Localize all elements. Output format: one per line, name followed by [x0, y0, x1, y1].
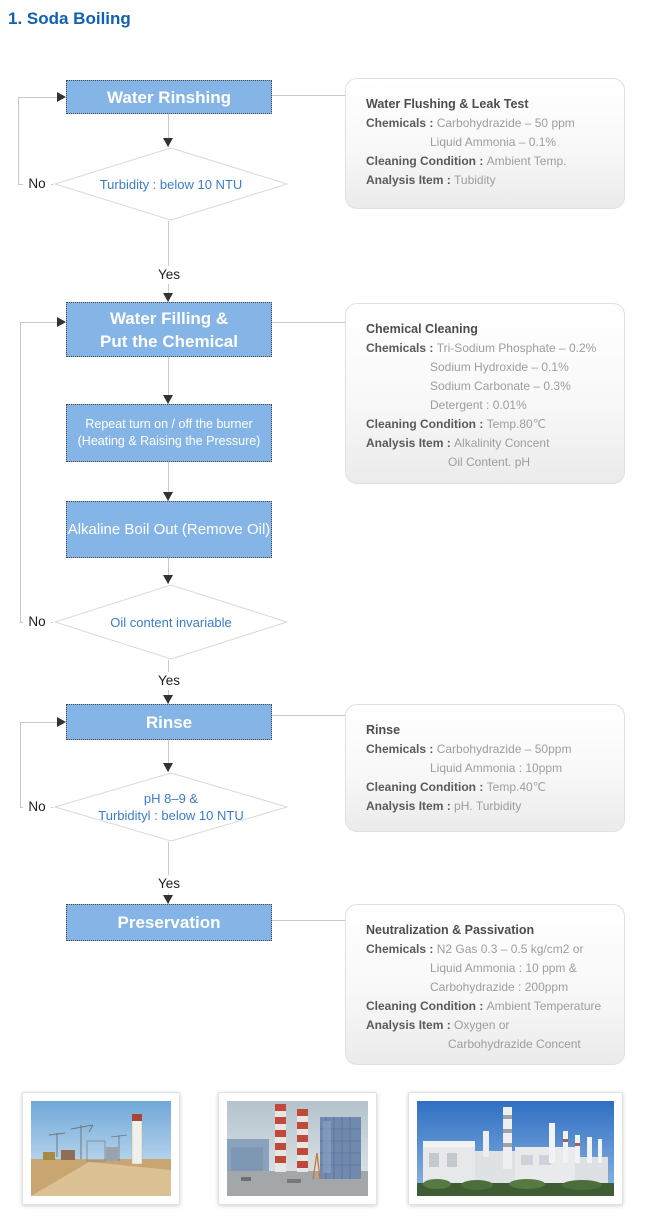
- diamond-shape: [53, 584, 289, 660]
- flow-line: [168, 357, 169, 404]
- flow-line: [168, 842, 169, 904]
- flow-line: [18, 97, 19, 184]
- flow-line: [168, 740, 169, 772]
- step-label: Repeat turn on / off the burner: [85, 417, 253, 431]
- flow-line: [272, 715, 345, 716]
- step-label: (Heating & Raising the Pressure): [77, 434, 261, 448]
- arrow-down-icon: [163, 895, 173, 904]
- arrow-down-icon: [163, 763, 173, 772]
- arrow-right-icon: [57, 317, 66, 327]
- panel-line: Chemicals : N2 Gas 0.3 – 0.5 kg/cm2 or: [366, 942, 584, 956]
- flow-line: [20, 322, 58, 323]
- diamond-shape: [53, 147, 289, 221]
- panel-line: Oil Content. pH: [448, 455, 531, 469]
- photo-plant-construction-site: [22, 1092, 180, 1205]
- panel-line: Cleaning Condition : Temp.40℃: [366, 780, 547, 794]
- step-label: Alkaline Boil Out (Remove Oil): [67, 521, 271, 538]
- panel-title: Rinse: [366, 723, 401, 737]
- panel-line: Analysis Item : Oxygen or: [366, 1018, 510, 1032]
- flow-line: [168, 462, 169, 501]
- flow-line: [20, 722, 58, 723]
- info-panel-neutralization: Neutralization & Passivation Chemicals :…: [345, 904, 625, 1065]
- flow-line: [168, 221, 169, 302]
- arrow-down-icon: [163, 575, 173, 584]
- decision-ph-turbidity: pH 8–9 & Turbidityl : below 10 NTU: [53, 772, 289, 842]
- edge-label-yes: Yes: [149, 266, 189, 284]
- edge-label-yes: Yes: [149, 672, 189, 690]
- boiler-construction-image: [227, 1101, 368, 1196]
- arrow-right-icon: [57, 92, 66, 102]
- flow-line: [272, 95, 345, 96]
- panel-title: Chemical Cleaning: [366, 322, 478, 336]
- step-rinse: Rinse: [66, 704, 272, 740]
- decision-label: Oil content invariable: [110, 614, 232, 630]
- panel-line: Chemicals : Tri-Sodium Phosphate – 0.2%: [366, 341, 597, 355]
- flow-line: [168, 114, 169, 147]
- decision-label: Turbidity : below 10 NTU: [99, 176, 243, 192]
- info-panel-rinse: Rinse Chemicals : Carbohydrazide – 50ppm…: [345, 704, 625, 832]
- power-plant-image: [417, 1101, 614, 1196]
- panel-line: Carbohydrazide Concent: [448, 1037, 581, 1051]
- panel-line: Analysis Item : Alkalinity Concent: [366, 436, 550, 450]
- info-panel-chemical-cleaning: Chemical Cleaning Chemicals : Tri-Sodium…: [345, 303, 625, 484]
- panel-line: Analysis Item : pH. Turbidity: [366, 799, 522, 813]
- arrow-down-icon: [163, 293, 173, 302]
- panel-line: Cleaning Condition : Ambient Temp.: [366, 154, 567, 168]
- info-panel-water-flushing: Water Flushing & Leak Test Chemicals : C…: [345, 78, 625, 209]
- panel-line: Chemicals : Carbohydrazide – 50ppm: [366, 742, 572, 756]
- panel-line: Cleaning Condition : Ambient Temperature: [366, 999, 602, 1013]
- photo-boiler-construction: [218, 1092, 377, 1205]
- panel-line: Liquid Ammonia : 10ppm: [430, 761, 563, 775]
- arrow-down-icon: [163, 395, 173, 404]
- step-label: Water Rinshing: [106, 87, 232, 107]
- decision-turbidity: Turbidity : below 10 NTU: [53, 147, 289, 221]
- panel-title: Water Flushing & Leak Test: [366, 97, 529, 111]
- flow-line: [20, 722, 21, 807]
- construction-site-image: [31, 1101, 171, 1196]
- flow-line: [272, 920, 345, 921]
- edge-label-yes: Yes: [149, 875, 189, 893]
- arrow-down-icon: [163, 492, 173, 501]
- panel-line: Sodium Hydroxide – 0.1%: [430, 360, 569, 374]
- panel-title: Neutralization & Passivation: [366, 923, 535, 937]
- arrow-down-icon: [163, 695, 173, 704]
- step-label: Put the Chemical: [100, 331, 238, 351]
- panel-line: Chemicals : Carbohydrazide – 50 ppm: [366, 116, 575, 130]
- panel-line: Sodium Carbonate – 0.3%: [430, 379, 571, 393]
- step-repeat-burner: Repeat turn on / off the burner (Heating…: [66, 404, 272, 462]
- edge-label-no: No: [23, 798, 51, 816]
- photo-completed-power-plant: [408, 1092, 623, 1205]
- step-label: Water Filling &: [109, 308, 229, 328]
- edge-label-no: No: [23, 175, 51, 193]
- panel-line: Detergent : 0.01%: [430, 398, 527, 412]
- step-label: Rinse: [145, 712, 193, 732]
- arrow-down-icon: [163, 138, 173, 147]
- decision-label: Turbidityl : below 10 NTU: [98, 808, 244, 823]
- panel-line: Liquid Ammonia – 0.1%: [430, 135, 557, 149]
- step-preservation: Preservation: [66, 904, 272, 941]
- step-water-filling: Water Filling & Put the Chemical: [66, 302, 272, 357]
- diamond-shape: [53, 772, 289, 842]
- page-title: 1. Soda Boiling: [8, 9, 131, 28]
- edge-label-no: No: [23, 613, 51, 631]
- decision-label: pH 8–9 &: [143, 791, 199, 806]
- step-label: Preservation: [117, 913, 221, 932]
- panel-line: Cleaning Condition : Temp.80℃: [366, 417, 547, 431]
- arrow-right-icon: [57, 717, 66, 727]
- flow-line: [168, 558, 169, 584]
- panel-line: Liquid Ammonia : 10 ppm &: [430, 961, 577, 975]
- decision-oil-content: Oil content invariable: [53, 584, 289, 660]
- flow-line: [272, 322, 345, 323]
- panel-line: Analysis Item : Tubidity: [366, 173, 496, 187]
- step-water-rinsing: Water Rinshing: [66, 80, 272, 114]
- flow-line: [20, 322, 21, 622]
- step-alkaline-boil-out: Alkaline Boil Out (Remove Oil): [66, 501, 272, 558]
- panel-line: Carbohydrazide : 200ppm: [430, 980, 569, 994]
- flow-line: [18, 97, 58, 98]
